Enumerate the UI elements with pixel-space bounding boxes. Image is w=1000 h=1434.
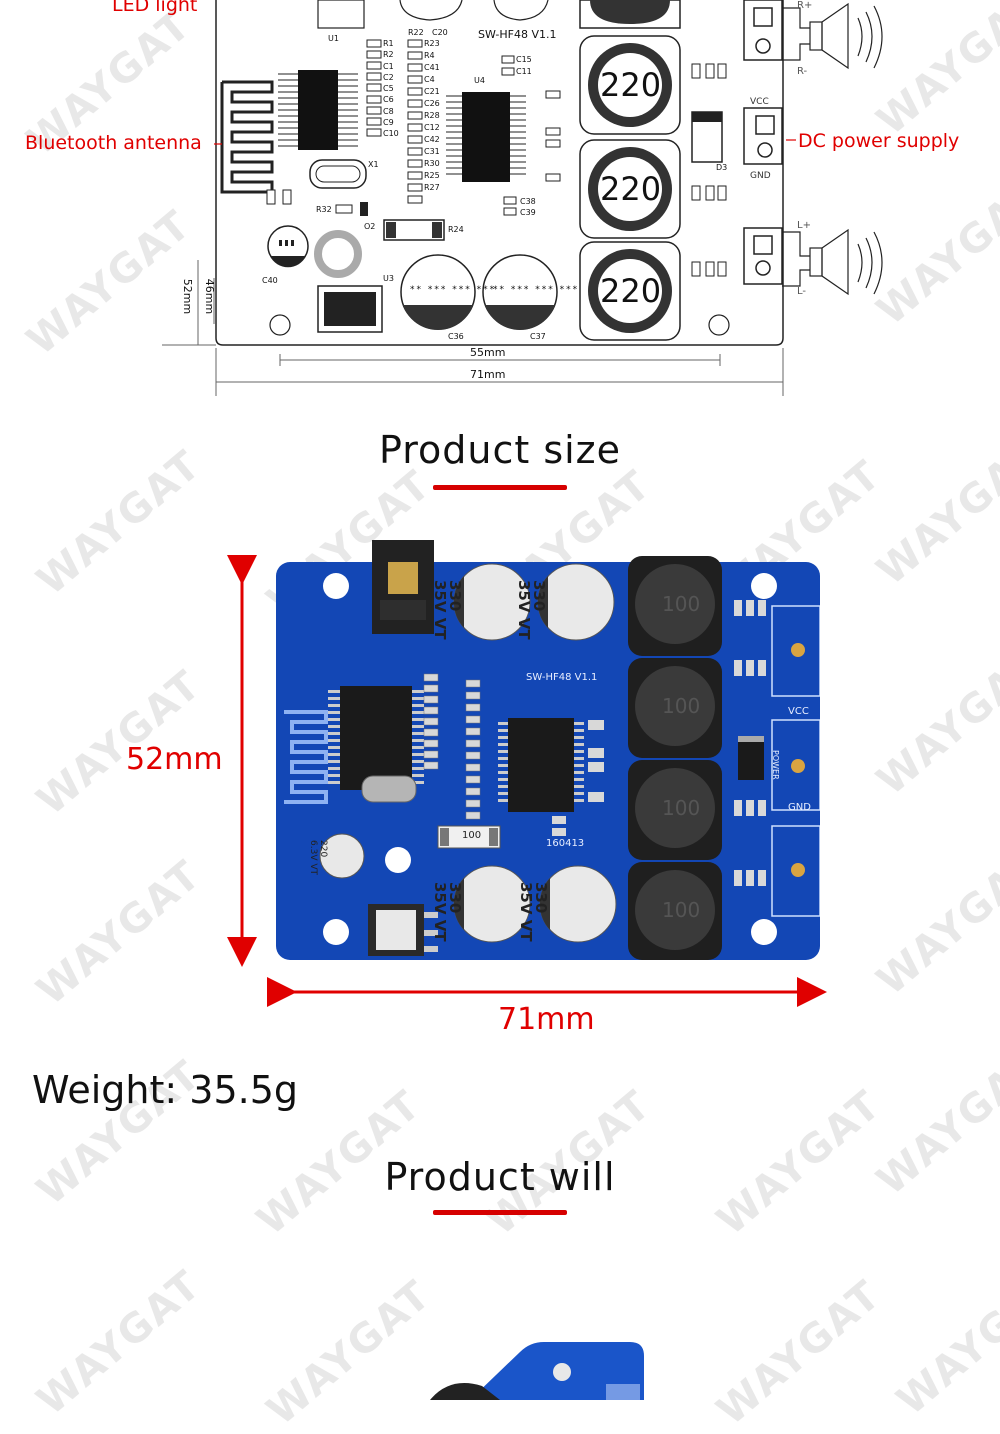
component-label: C39 — [520, 208, 536, 217]
inductor-marking: 100 — [662, 898, 701, 922]
inductor-marking: 100 — [662, 592, 701, 616]
height-dimension-label: 52mm — [126, 742, 223, 777]
component-label: R22 — [408, 28, 424, 37]
component-label: U3 — [383, 274, 394, 283]
component-label: U4 — [474, 76, 485, 85]
terminal-r-minus: R- — [797, 66, 808, 77]
cap-marking: ** *** *** *** — [493, 285, 580, 295]
pcb-board-id: SW-HF48 V1.1 — [526, 672, 598, 683]
component-label: C40 — [262, 276, 278, 285]
component-label: C37 — [530, 332, 546, 341]
component-label: X1 — [368, 160, 379, 169]
terminal-gnd: GND — [750, 171, 771, 181]
dimension-arrows — [227, 555, 827, 1007]
capacitor-marking: 330 35V VT — [517, 882, 550, 942]
component-label: O2 — [364, 222, 376, 231]
pcb-power-label: POWER — [771, 750, 780, 780]
terminal-l-plus: L+ — [797, 220, 811, 231]
dimension-46mm: 46mm — [203, 278, 217, 315]
inductor-value: 220 — [600, 66, 662, 104]
pcb-board-drawing — [276, 540, 821, 960]
inductor-value: 220 — [600, 272, 662, 310]
led-light-label: LED light — [112, 0, 198, 16]
component-label: C20 — [432, 28, 448, 37]
component-label: R32 — [316, 205, 332, 214]
inductor-marking: 100 — [662, 796, 701, 820]
capacitor-marking: 330 35V VT — [431, 882, 464, 942]
terminal-vcc: VCC — [750, 97, 769, 107]
schematic-board-id: SW-HF48 V1.1 — [478, 28, 557, 41]
inductor-marking: 100 — [662, 694, 701, 718]
component-label: R24 — [448, 225, 464, 234]
component-label: C11 — [516, 67, 532, 76]
schematic-diagram: LED light Bluetooth antenna DC power sup… — [0, 0, 1000, 400]
watermark: WAYGAT — [708, 1271, 890, 1434]
section-title-product-will: Product will — [384, 1155, 616, 1199]
component-label: C38 — [520, 197, 536, 206]
pcb-vcc-label: VCC — [788, 706, 809, 717]
product-weight: Weight: 35.5g — [32, 1068, 298, 1112]
pcb-gnd-label: GND — [788, 802, 811, 813]
capacitor-marking: 330 35V VT — [431, 580, 464, 640]
title-underline — [433, 1210, 567, 1215]
pcb-board-photo: 330 35V VT 330 35V VT 330 35V VT 330 35V… — [276, 540, 821, 960]
watermark: WAYGAT — [258, 1271, 440, 1434]
capacitor-marking: 330 35V VT — [515, 580, 548, 640]
terminal-l-minus: L- — [797, 286, 807, 297]
schematic-drawing — [162, 0, 883, 396]
section-title-product-size: Product size — [378, 428, 622, 472]
component-label: D3 — [716, 163, 728, 172]
cap-marking: ** *** *** *** — [410, 285, 497, 295]
component-label: C15 — [516, 55, 532, 64]
dimension-55mm: 55mm — [470, 346, 506, 359]
pcb-board-preview — [430, 1342, 644, 1400]
dc-power-supply-label: DC power supply — [798, 130, 960, 152]
inductor-value: 220 — [600, 170, 662, 208]
component-label: U1 — [328, 34, 339, 43]
resistor-marking: 100 — [462, 830, 482, 841]
capacitor-marking-small: 220 6.3V VT — [308, 840, 328, 875]
bluetooth-antenna-label: Bluetooth antenna — [25, 132, 202, 154]
component-label: C36 — [448, 332, 464, 341]
width-dimension-label: 71mm — [498, 1002, 595, 1037]
terminal-r-plus: R+ — [797, 0, 813, 11]
dimension-52mm: 52mm — [181, 278, 195, 315]
title-underline — [433, 485, 567, 490]
pcb-date-code: 160413 — [546, 838, 585, 849]
dimension-71mm: 71mm — [470, 368, 506, 381]
